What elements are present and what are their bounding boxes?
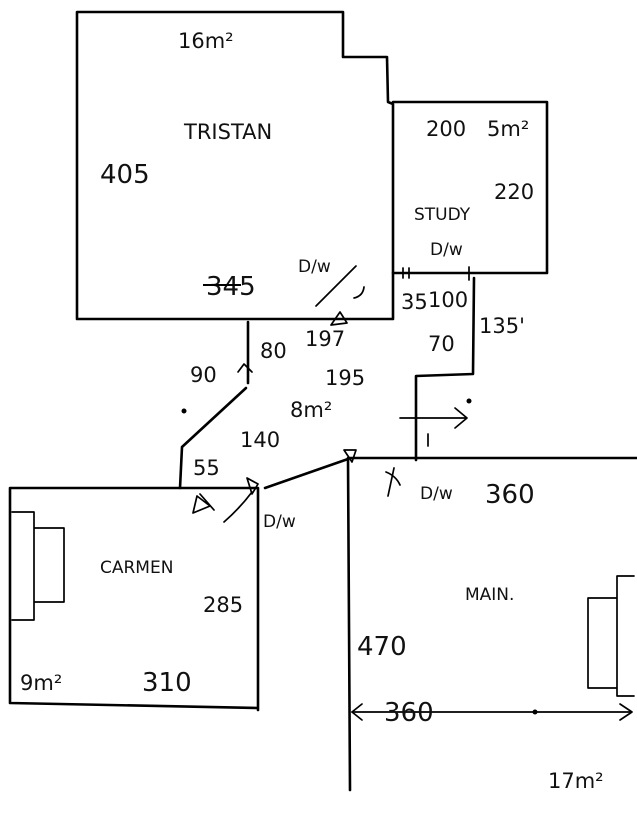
tristan-depth: 345 [206,272,256,302]
hall-dim-195: 195 [325,366,365,390]
hall-dim-70: 70 [428,332,455,356]
hall-dim-197: 197 [305,327,345,351]
main-door-label: D/w [420,484,453,504]
carmen-window [11,511,65,621]
study-door-label: D/w [430,240,463,260]
hall-area: 8m² [290,398,332,422]
hall-marker-triangle [330,311,348,326]
hall-dim-90: 90 [190,363,217,387]
tristan-door-swing [315,265,365,307]
main-dimension-dot [532,709,538,715]
main-room-walls [346,456,637,792]
tristan-name: TRISTAN [183,120,272,144]
study-depth: 220 [494,180,534,204]
hall-dim-135: 135' [479,314,525,338]
hall-dim-80: 80 [260,339,287,363]
main-dimension-arrow-right [619,703,633,721]
tristan-width: 405 [100,160,150,190]
main-window [587,575,635,697]
carmen-door-label: D/w [263,512,296,532]
main-depth: 470 [357,632,407,662]
hall-dim-140: 140 [240,428,280,452]
carmen-area: 9m² [20,671,62,695]
hall-arrow-right [399,407,468,429]
main-name: MAIN. [465,585,514,605]
main-width-bottom: 360 [384,698,434,728]
carmen-room-walls [8,486,260,712]
carmen-name: CARMEN [100,558,173,578]
main-area: 17m² [548,769,604,793]
hall-wall-diagonal [178,386,248,490]
carmen-door-swing [192,477,259,523]
main-width-top: 360 [485,480,535,510]
study-width: 200 [426,117,466,141]
hall-dim-marker [237,363,253,373]
tristan-room-walls [75,10,395,321]
main-dimension-arrow-left [351,703,363,721]
carmen-width: 310 [142,668,192,698]
hall-dot-left [181,408,187,414]
hall-wall-bottom [263,457,350,490]
hall-dim-35: 35 [401,290,428,314]
main-door-swing [343,449,401,497]
study-name: STUDY [414,205,471,225]
hall-dot [466,398,472,404]
tristan-area: 16m² [178,29,234,53]
tristan-door-label: D/w [298,257,331,277]
hall-dim-100: 100 [428,288,468,312]
carmen-depth: 285 [203,593,243,617]
study-area: 5m² [487,117,529,141]
hall-dim-55: 55 [193,456,220,480]
